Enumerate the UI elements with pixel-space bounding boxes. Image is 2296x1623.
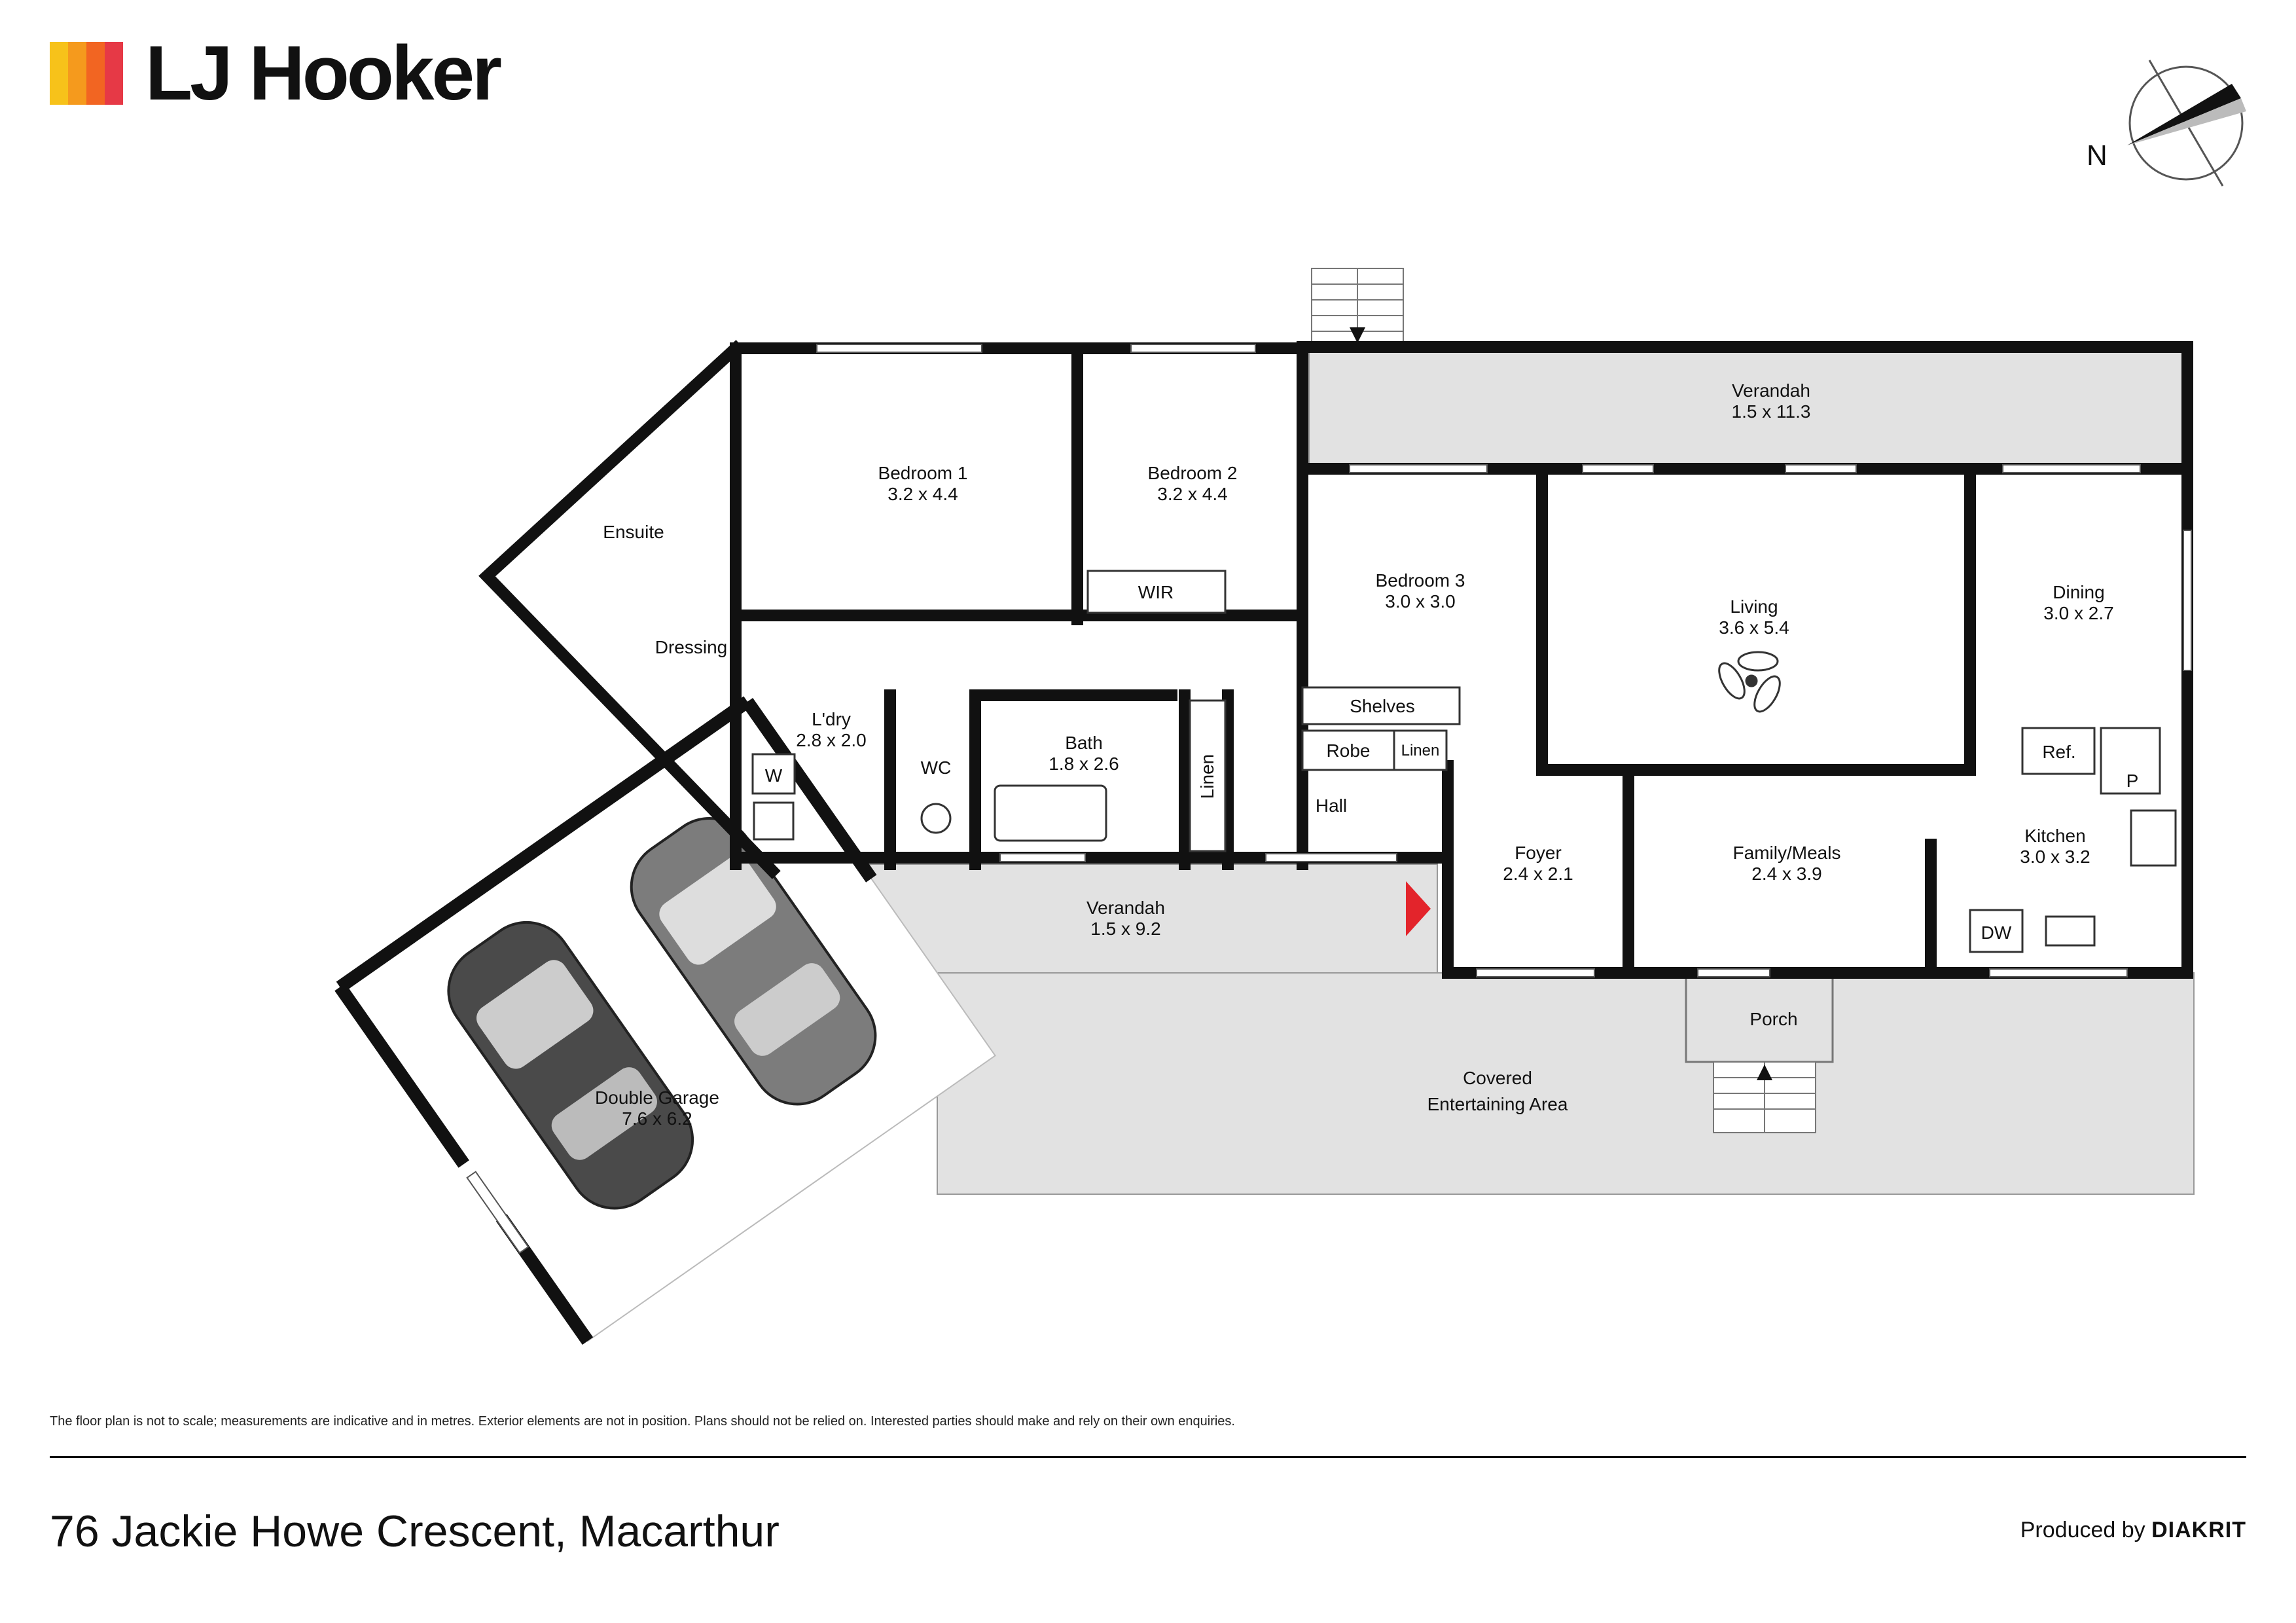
brand-name: LJ Hooker <box>145 30 502 117</box>
disclaimer-text: The floor plan is not to scale; measurem… <box>50 1414 1235 1429</box>
living-size: 3.6 x 5.4 <box>1719 617 1789 638</box>
dining-name: Dining <box>2053 582 2104 602</box>
linen-small-name: Linen <box>1401 742 1440 759</box>
fixtures <box>751 570 2177 953</box>
living-name: Living <box>1730 596 1778 617</box>
car-icon <box>630 816 877 1106</box>
outdoor-areas <box>848 268 2195 1195</box>
rear-verandah-size: 1.5 x 11.3 <box>1732 401 1811 422</box>
bedroom1-name: Bedroom 1 <box>878 463 968 483</box>
bathtub-icon <box>994 784 1107 842</box>
bedroom2-size: 3.2 x 4.4 <box>1157 484 1227 504</box>
producer-name: DIAKRIT <box>2151 1518 2246 1542</box>
family-size: 2.4 x 3.9 <box>1751 864 1821 884</box>
ensuite-name: Ensuite <box>603 522 664 542</box>
producer-credit: Produced by DIAKRIT <box>2020 1518 2246 1543</box>
front-verandah-name: Verandah <box>1086 898 1165 918</box>
entertaining-line2: Entertaining Area <box>1427 1094 1568 1114</box>
brand-logo: LJ Hooker <box>50 30 502 117</box>
linen-small-box <box>1393 729 1448 771</box>
laundry-size: 2.8 x 2.0 <box>796 730 866 750</box>
garage-size: 7.6 x 6.2 <box>622 1108 692 1129</box>
wc-name: WC <box>921 757 952 778</box>
room-labels: Bedroom 1 3.2 x 4.4 Bedroom 2 3.2 x 4.4 … <box>595 380 2138 1129</box>
producer-prefix: Produced by <box>2020 1518 2145 1542</box>
garage-name: Double Garage <box>595 1087 719 1108</box>
pantry-name: P <box>2126 771 2139 791</box>
shelves-box <box>1301 686 1461 725</box>
entertaining-line1: Covered <box>1463 1068 1532 1088</box>
laundry-name: L'dry <box>812 709 851 729</box>
windows <box>816 344 2192 977</box>
footer-divider <box>50 1456 2246 1458</box>
brand-color-bars <box>50 42 123 105</box>
toilet-icon <box>920 803 952 834</box>
bedroom3-size: 3.0 x 3.0 <box>1385 591 1455 611</box>
front-verandah <box>848 864 1438 974</box>
compass-icon: N <box>2087 60 2246 187</box>
family-name: Family/Meals <box>1733 843 1841 863</box>
bath-size: 1.8 x 2.6 <box>1049 754 1119 774</box>
main-entry-marker-icon <box>1406 881 1431 936</box>
entertaining-area <box>937 972 2195 1195</box>
bedroom1-size: 3.2 x 4.4 <box>888 484 958 504</box>
foyer-size: 2.4 x 2.1 <box>1503 864 1573 884</box>
shelves-name: Shelves <box>1350 696 1415 716</box>
house-walls <box>478 340 2193 979</box>
wir-box <box>1086 570 1227 614</box>
rear-verandah-name: Verandah <box>1732 380 1810 401</box>
ceiling-fan-icon <box>1718 651 1781 713</box>
bath-name: Bath <box>1065 733 1103 753</box>
wir-name: WIR <box>1138 582 1174 602</box>
dishwasher-box <box>1969 909 2024 953</box>
kitchen-size: 3.0 x 3.2 <box>2020 847 2090 867</box>
fridge-box <box>2021 727 2096 775</box>
kitchen-name: Kitchen <box>2024 826 2085 846</box>
dishwasher-name: DW <box>1981 922 2012 943</box>
fridge-name: Ref. <box>2042 742 2075 762</box>
rear-entry-arrow-icon <box>1350 327 1365 343</box>
brand-bar-red <box>105 42 123 105</box>
bedroom3-name: Bedroom 3 <box>1376 570 1465 591</box>
foyer-name: Foyer <box>1515 843 1562 863</box>
cooktop-icon <box>2130 809 2177 867</box>
laundry-tub-icon <box>753 801 795 841</box>
brand-bar-amber <box>68 42 86 105</box>
washer-name: W <box>765 765 783 786</box>
front-verandah-size: 1.5 x 9.2 <box>1090 919 1160 939</box>
compass-north-label: N <box>2087 139 2108 172</box>
porch-name: Porch <box>1749 1009 1797 1029</box>
porch <box>1685 972 1834 1063</box>
property-address: 76 Jackie Howe Crescent, Macarthur <box>50 1506 780 1556</box>
linen-tall-name: Linen <box>1197 754 1217 799</box>
pantry-box <box>2100 727 2161 795</box>
robe-box <box>1301 729 1395 771</box>
double-garage <box>334 696 996 1345</box>
robe-name: Robe <box>1327 740 1371 761</box>
linen-tall-box <box>1189 699 1227 852</box>
brand-bar-yellow <box>50 42 68 105</box>
dressing-name: Dressing <box>655 637 727 657</box>
brand-bar-orange <box>86 42 105 105</box>
bedroom2-name: Bedroom 2 <box>1148 463 1238 483</box>
kitchen-sink-icon <box>2045 915 2096 947</box>
washer-box <box>751 753 796 795</box>
dining-size: 3.0 x 2.7 <box>2043 603 2113 623</box>
porch-entry-arrow-icon <box>1757 1065 1772 1080</box>
car-icon <box>447 921 694 1210</box>
hall-name: Hall <box>1316 795 1347 816</box>
